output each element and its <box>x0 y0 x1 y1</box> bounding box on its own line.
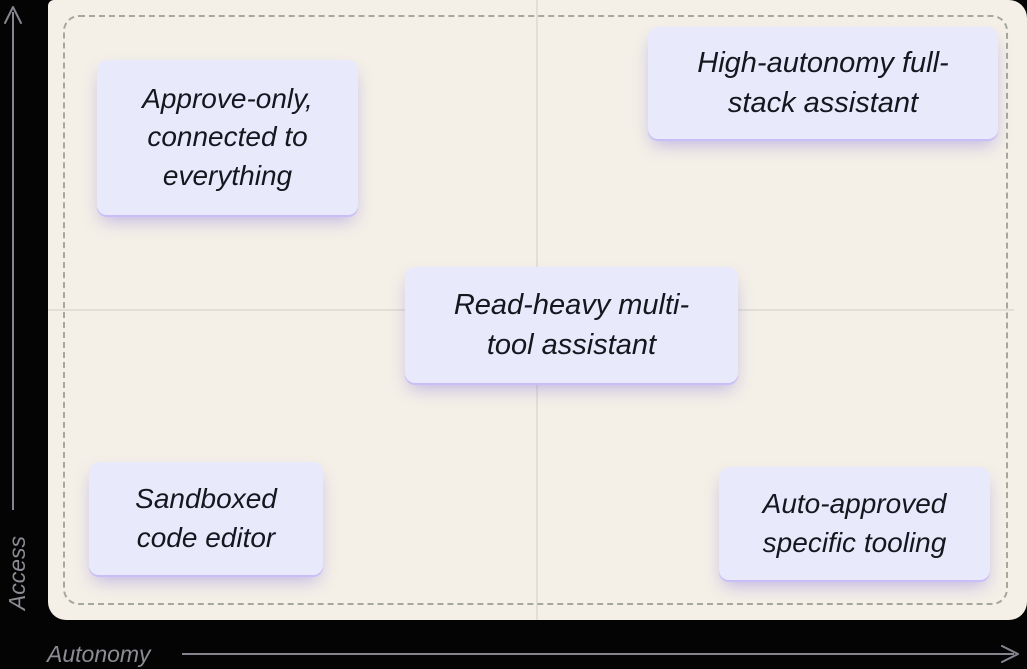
quadrant-card-high-autonomy: High-autonomy full- stack assistant <box>648 27 998 139</box>
y-axis-label: Access <box>4 535 30 611</box>
quadrant-card-read-heavy: Read-heavy multi- tool assistant <box>405 267 738 383</box>
x-axis-arrow <box>182 645 1019 663</box>
quadrant-card-sandboxed: Sandboxed code editor <box>89 462 323 575</box>
quadrant-card-auto-approved: Auto-approved specific tooling <box>719 467 990 580</box>
quadrant-card-approve-only: Approve-only, connected to everything <box>97 60 358 215</box>
quadrant-card-label: Approve-only, connected to everything <box>142 82 313 191</box>
y-axis-arrow <box>4 6 22 510</box>
quadrant-card-label: High-autonomy full- stack assistant <box>697 46 949 119</box>
x-axis-label: Autonomy <box>47 641 151 667</box>
quadrant-card-label: Read-heavy multi- tool assistant <box>453 288 690 361</box>
quadrant-card-label: Auto-approved specific tooling <box>762 487 947 558</box>
quadrant-card-label: Sandboxed code editor <box>135 482 277 553</box>
